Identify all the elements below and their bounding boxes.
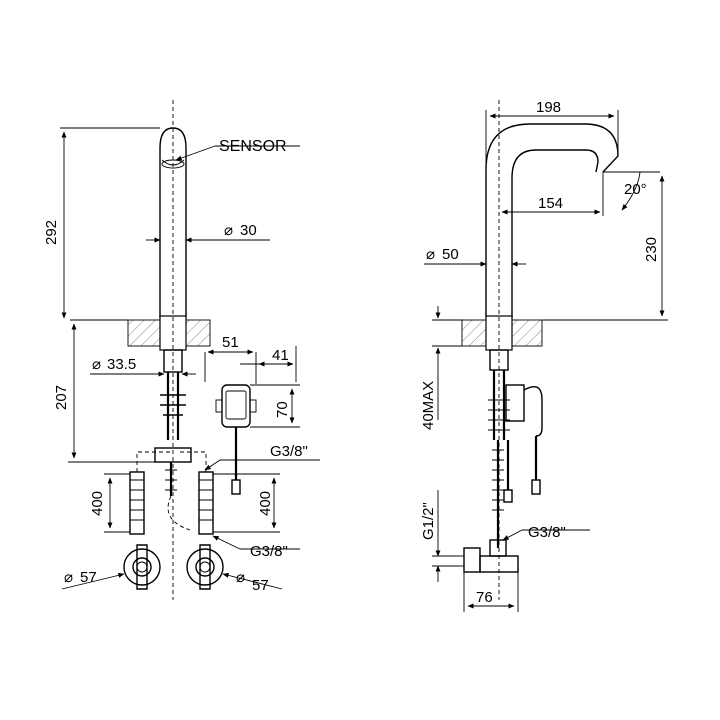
dim-198: 198 bbox=[536, 99, 561, 116]
dia-symbol-50: ⌀ bbox=[426, 246, 435, 263]
side-view: 198 154 20° 230 ⌀ 50 40MAX G1/2" bbox=[420, 99, 668, 612]
dim-292: 292 bbox=[43, 220, 60, 245]
valve-right bbox=[186, 544, 224, 590]
dim-dia-30: 30 bbox=[240, 222, 257, 239]
dim-207: 207 bbox=[53, 385, 70, 410]
label-g38-side: G3/8" bbox=[528, 524, 566, 541]
dim-dia-57-left: 57 bbox=[80, 569, 97, 586]
dia-symbol-30: ⌀ bbox=[224, 222, 233, 239]
side-spout bbox=[485, 123, 619, 318]
dia-symbol-57-right: ⌀ bbox=[236, 569, 245, 586]
dim-angle-20: 20° bbox=[624, 181, 647, 198]
front-view: 292 SENSOR ⌀ 30 207 ⌀ 33.5 51 bbox=[43, 100, 320, 600]
dim-70: 70 bbox=[274, 401, 291, 418]
dim-76: 76 bbox=[476, 589, 493, 606]
dim-154: 154 bbox=[538, 195, 563, 212]
dim-41: 41 bbox=[272, 347, 289, 364]
dim-dia-33-5: 33.5 bbox=[107, 356, 136, 373]
dia-symbol-57-left: ⌀ bbox=[64, 569, 73, 586]
label-g38-box: G3/8" bbox=[270, 443, 308, 460]
hose-right bbox=[178, 451, 214, 535]
sensor-label: SENSOR bbox=[219, 138, 287, 155]
dim-400-right: 400 bbox=[257, 491, 274, 516]
hose-left bbox=[129, 451, 171, 535]
dim-230: 230 bbox=[643, 237, 660, 262]
dim-400-left: 400 bbox=[89, 491, 106, 516]
label-g12: G1/2" bbox=[420, 502, 437, 540]
dim-dia-57-right: 57 bbox=[252, 577, 269, 594]
dia-symbol-33-5: ⌀ bbox=[92, 356, 101, 373]
dim-40max: 40MAX bbox=[420, 381, 437, 430]
dim-51: 51 bbox=[222, 334, 239, 351]
label-g38-right: G3/8" bbox=[250, 543, 288, 560]
valve-left bbox=[123, 544, 161, 590]
dim-dia-50: 50 bbox=[442, 246, 459, 263]
